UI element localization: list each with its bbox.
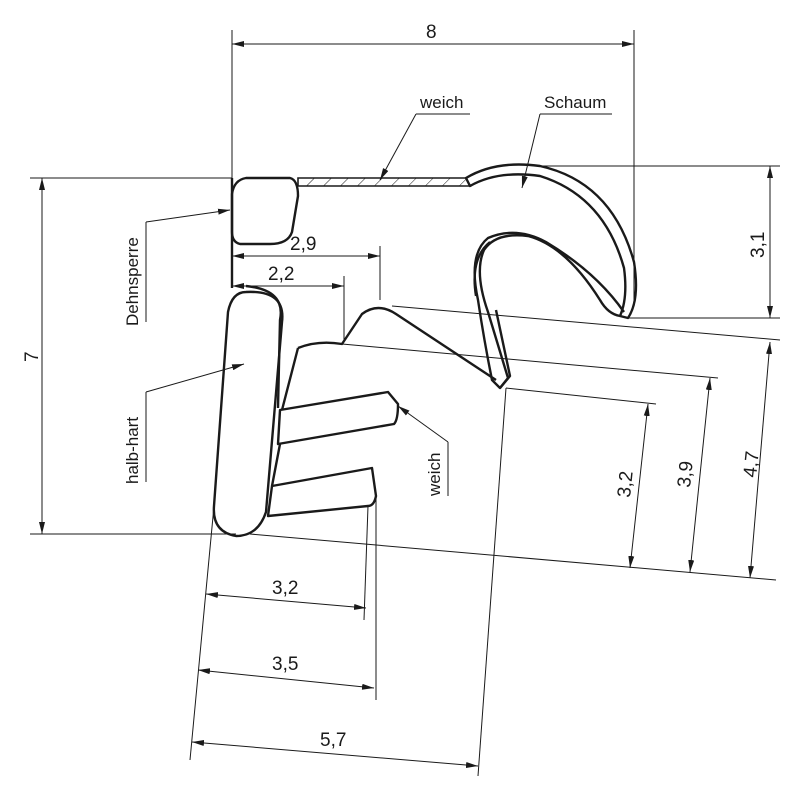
schaum-inner-loop	[473, 231, 625, 390]
dim-fin-a: 3,2	[272, 578, 298, 599]
label-weich-side: weich	[425, 453, 444, 497]
dim-top-width: 8	[426, 22, 437, 43]
schaum-lip	[464, 163, 638, 320]
dim-fin-b: 3,5	[272, 654, 298, 675]
halb-hart-core	[212, 290, 284, 538]
dim-gap-upper: 2,9	[290, 234, 316, 255]
dim-base-width: 5,7	[320, 730, 346, 751]
extension-lines	[30, 30, 781, 777]
lower-fin	[266, 466, 378, 518]
dim-gap-lower: 2,2	[268, 264, 294, 285]
top-strip	[297, 177, 472, 187]
dehnsperre-insert	[230, 176, 300, 246]
dimension-values: 8 7 3,1 2,9 2,2 3,2 3,9 4,7 3,2 3,5 5,7	[22, 22, 769, 751]
label-weich-top: weich	[419, 93, 463, 112]
dim-depth-b: 3,9	[674, 460, 698, 488]
dim-overall-height: 7	[22, 351, 43, 362]
body-outline	[230, 178, 497, 409]
upper-fin	[276, 390, 400, 446]
dim-lip-height: 3,1	[748, 232, 769, 258]
dim-depth-c: 4,7	[740, 450, 764, 478]
label-halb-hart: halb-hart	[123, 417, 142, 484]
dim-depth-a: 3,2	[614, 470, 638, 498]
seal-profile	[212, 163, 638, 538]
label-dehnsperre: Dehnsperre	[123, 237, 142, 326]
body-right-edge	[270, 347, 300, 487]
dimension-lines	[39, 41, 773, 768]
schaum-inner-edge	[473, 241, 512, 389]
label-schaum: Schaum	[544, 93, 606, 112]
material-labels: weich Schaum Dehnsperre halb-hart weich	[123, 93, 612, 497]
